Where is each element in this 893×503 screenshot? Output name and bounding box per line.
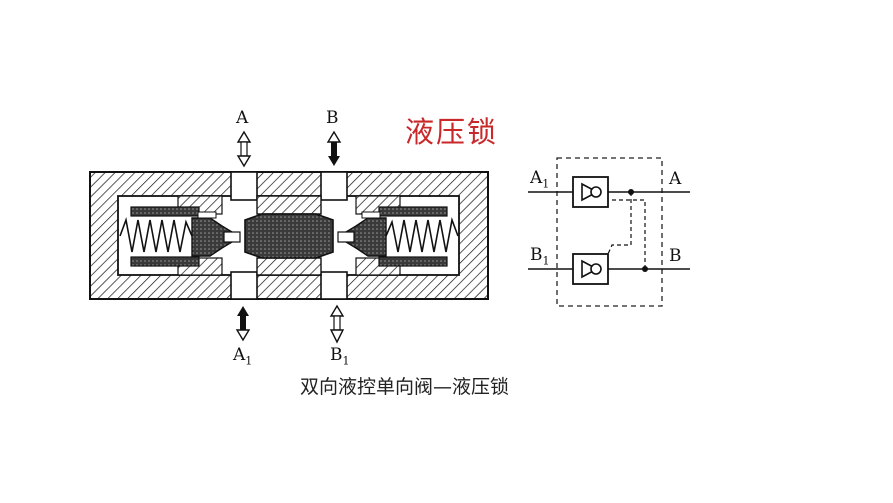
figure-caption: 双向液控单向阀—液压锁 — [300, 376, 510, 398]
arrow-port-b — [326, 130, 342, 166]
symbol-label-a1: A1 — [530, 168, 550, 191]
hydraulic-lock-symbol — [528, 157, 690, 307]
label-port-b: B — [326, 108, 339, 128]
arrow-port-b1 — [329, 304, 345, 344]
port-arrows — [235, 130, 345, 344]
arrow-port-a1 — [235, 306, 251, 342]
symbol-label-a: A — [669, 169, 682, 189]
symbol-label-b1: B1 — [530, 245, 550, 268]
figure-title: 液压锁 — [405, 115, 499, 149]
label-port-a1: A1 — [233, 345, 253, 368]
label-port-b1: B1 — [330, 345, 350, 368]
label-port-a: A — [236, 108, 249, 128]
symbol-label-b: B — [669, 246, 682, 266]
valve-body-section — [89, 171, 489, 300]
arrow-port-a — [236, 130, 252, 168]
